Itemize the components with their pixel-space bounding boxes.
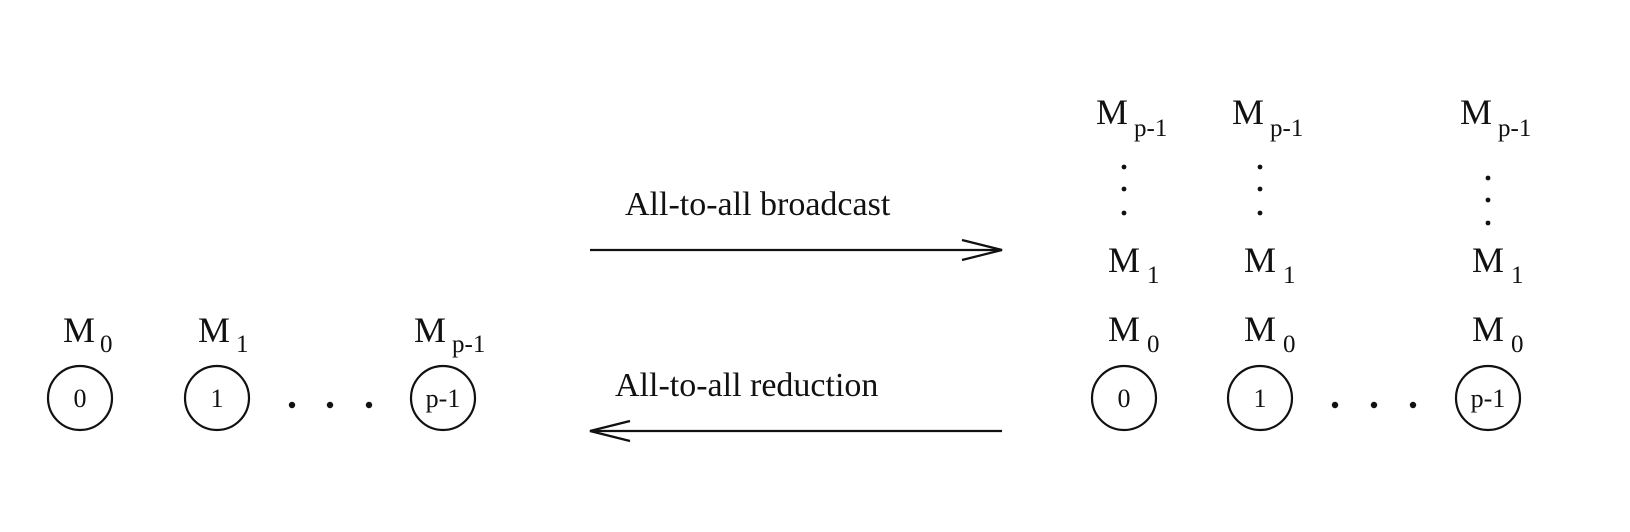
left-node-1-id: 1	[211, 384, 224, 413]
vertical-ellipsis-dot	[1257, 186, 1263, 192]
right-node-p-1-stack-mid-sub: 1	[1511, 262, 1524, 289]
left-state: M 0 0 M 1 1 M p-1 p-1	[46, 310, 485, 432]
right-node-1-stack-top-base: M	[1232, 92, 1264, 132]
right-node-1-stack-mid-base: M	[1244, 240, 1276, 280]
left-node-0-message-base: M	[63, 310, 95, 350]
right-node-p-1-id: p-1	[1471, 384, 1506, 413]
left-ellipsis-dot	[326, 401, 334, 409]
right-node-0-stack-bottom-base: M	[1108, 309, 1140, 349]
right-node-p-1-stack-top-base: M	[1460, 92, 1492, 132]
vertical-ellipsis-dot	[1257, 164, 1263, 170]
broadcast-operation: All-to-all broadcast	[590, 186, 1003, 262]
right-node-1: M p-1 M 1 M 0 1	[1226, 92, 1303, 432]
reduction-arrowhead-icon	[589, 419, 631, 443]
right-node-0-stack-mid-sub: 1	[1147, 262, 1160, 289]
vertical-ellipsis-dot	[1257, 210, 1263, 216]
left-node-p-1-message-sub: p-1	[452, 331, 485, 358]
right-node-0-stack-top-base: M	[1096, 92, 1128, 132]
left-node-0-message-sub: 0	[100, 331, 113, 358]
broadcast-caption: All-to-all broadcast	[625, 186, 891, 223]
right-node-0-stack-top-sub: p-1	[1134, 115, 1167, 142]
vertical-ellipsis-dot	[1485, 220, 1491, 226]
left-node-0: M 0 0	[46, 310, 114, 432]
right-node-0-stack-mid-base: M	[1108, 240, 1140, 280]
left-node-0-circle	[46, 364, 114, 432]
right-node-p-1-stack-mid-base: M	[1472, 240, 1504, 280]
right-node-p-1: M p-1 M 1 M 0 p-1	[1454, 92, 1531, 432]
right-node-p-1-stack-bottom-sub: 0	[1511, 331, 1524, 358]
right-node-1-stack-top-sub: p-1	[1270, 115, 1303, 142]
right-node-0-id: 0	[1118, 384, 1131, 413]
vertical-ellipsis-dot	[1485, 175, 1491, 181]
left-node-1: M 1 1	[183, 310, 251, 432]
right-ellipsis-dot	[1331, 401, 1339, 409]
right-node-p-1-circle	[1454, 364, 1522, 432]
left-node-p-1: M p-1 p-1	[409, 310, 485, 432]
reduction-operation: All-to-all reduction	[589, 367, 1002, 443]
left-node-1-circle	[183, 364, 251, 432]
right-node-p-1-stack-bottom-base: M	[1472, 309, 1504, 349]
left-ellipsis-dot	[365, 401, 373, 409]
vertical-ellipsis-dot	[1121, 186, 1127, 192]
right-node-0: M p-1 M 1 M 0 0	[1090, 92, 1167, 432]
left-node-p-1-id: p-1	[426, 384, 461, 413]
left-node-p-1-message-base: M	[414, 310, 446, 350]
left-node-p-1-circle	[409, 364, 477, 432]
right-ellipsis	[1331, 401, 1417, 409]
right-node-1-id: 1	[1254, 384, 1267, 413]
vertical-ellipsis-dot	[1121, 164, 1127, 170]
left-ellipsis	[288, 401, 373, 409]
right-node-0-circle	[1090, 364, 1158, 432]
left-node-1-message-base: M	[198, 310, 230, 350]
left-node-0-id: 0	[74, 384, 87, 413]
right-ellipsis-dot	[1370, 401, 1378, 409]
left-node-1-message-sub: 1	[236, 331, 249, 358]
right-node-1-stack-bottom-sub: 0	[1283, 331, 1296, 358]
right-node-1-circle	[1226, 364, 1294, 432]
right-node-1-stack-bottom-base: M	[1244, 309, 1276, 349]
reduction-caption: All-to-all reduction	[615, 367, 878, 404]
left-ellipsis-dot	[288, 401, 296, 409]
right-ellipsis-dot	[1409, 401, 1417, 409]
right-state: M p-1 M 1 M 0 0 M p-1 M 1 M 0 1	[1090, 92, 1531, 432]
vertical-ellipsis-dot	[1485, 197, 1491, 203]
right-node-1-stack-mid-sub: 1	[1283, 262, 1296, 289]
right-node-0-stack-bottom-sub: 0	[1147, 331, 1160, 358]
vertical-ellipsis-dot	[1121, 210, 1127, 216]
broadcast-arrowhead-icon	[961, 238, 1003, 262]
right-node-p-1-stack-top-sub: p-1	[1498, 115, 1531, 142]
